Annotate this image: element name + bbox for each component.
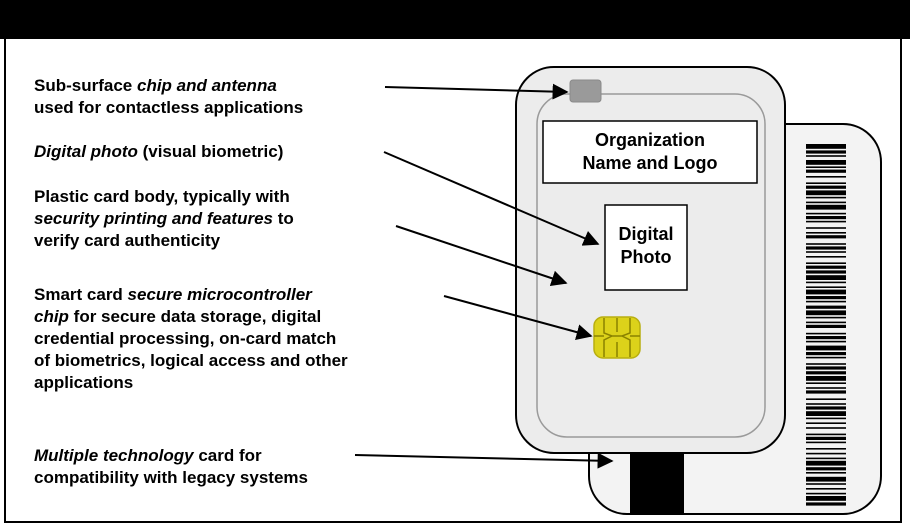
diagram-border — [4, 39, 902, 523]
barcode-bar — [806, 411, 846, 416]
organization-box — [542, 120, 758, 184]
barcode-bar — [806, 387, 846, 389]
barcode-bar — [806, 155, 846, 157]
barcode-bar — [806, 321, 846, 324]
organization-line-2: Name and Logo — [582, 153, 718, 173]
barcode-bar — [806, 433, 846, 436]
contactless-chip — [569, 79, 602, 103]
barcode-bar — [806, 332, 846, 335]
barcode-bar — [806, 160, 846, 165]
barcode-bar — [806, 316, 846, 319]
barcode-bar — [806, 324, 846, 328]
card-front — [515, 66, 786, 454]
label-chip-antenna: Sub-surface chip and antenna used for co… — [34, 76, 304, 117]
barcode-bar — [806, 356, 846, 359]
top-bar — [0, 0, 910, 39]
barcode-bar — [806, 483, 846, 485]
photo-box — [604, 204, 688, 291]
barcode-bar — [806, 256, 846, 258]
barcode-bar — [806, 305, 846, 309]
barcode-bar — [806, 336, 846, 340]
barcode-bar — [806, 345, 846, 351]
arrow-chip-antenna — [384, 83, 569, 100]
barcode-bar — [806, 227, 846, 229]
barcode-bar — [806, 417, 846, 420]
barcode-bar — [806, 212, 846, 215]
barcode-bar — [806, 472, 846, 474]
barcode-bar — [806, 286, 846, 288]
barcode-bar — [806, 492, 846, 495]
barcode-bar — [806, 398, 846, 400]
barcode-bar — [806, 457, 846, 460]
barcode-bar — [806, 300, 846, 303]
barcode-bar — [806, 427, 846, 429]
label-smart-chip: Smart card secure microcontroller chip f… — [34, 285, 348, 392]
barcode-bar — [806, 216, 846, 220]
barcode-bar — [806, 262, 846, 264]
barcode-bar — [806, 340, 846, 343]
photo-line-1: Digital — [618, 224, 674, 244]
barcode-bar — [806, 176, 846, 178]
barcode-bar — [806, 436, 846, 440]
barcode-bar — [806, 235, 846, 239]
barcode-bar — [806, 352, 846, 356]
barcode-bar — [806, 502, 846, 506]
barcode-bar — [806, 452, 846, 455]
photo-line-2: Photo — [620, 247, 672, 267]
organization-line-1: Organization — [594, 130, 705, 150]
barcode-bar — [806, 251, 846, 253]
barcode-bar — [806, 496, 846, 501]
barcode-bar — [806, 281, 846, 284]
photo-text: Digital Photo — [605, 223, 687, 269]
barcode-bar — [806, 422, 846, 424]
inner-panel — [536, 93, 766, 438]
barcode-bar — [806, 185, 846, 189]
barcode-bar — [806, 441, 846, 444]
barcode-bar — [806, 166, 846, 168]
arrow-plastic-body — [395, 225, 568, 287]
barcode-bar — [806, 201, 846, 204]
barcode-bar — [806, 243, 846, 245]
barcode — [806, 144, 846, 506]
label-multi-tech: Multiple technology card for compatibili… — [34, 446, 308, 487]
barcode-bar — [806, 390, 846, 394]
barcode-bar — [806, 150, 846, 154]
barcode-bar — [806, 289, 846, 295]
barcode-bar — [806, 310, 846, 316]
barcode-bar — [806, 403, 846, 405]
barcode-bar — [806, 182, 846, 184]
barcode-bar — [806, 246, 846, 250]
barcode-bar — [806, 169, 846, 173]
barcode-bar — [806, 406, 846, 410]
barcode-bar — [806, 460, 846, 466]
barcode-bar — [806, 204, 846, 210]
barcode-bar — [806, 220, 846, 223]
barcode-bar — [806, 476, 846, 482]
barcode-bar — [806, 376, 846, 381]
barcode-bar — [806, 144, 846, 149]
barcode-bar — [806, 371, 846, 375]
smart-chip — [593, 316, 641, 359]
organization-text: Organization Name and Logo — [543, 129, 757, 175]
barcode-bar — [806, 467, 846, 471]
barcode-bar — [806, 488, 846, 490]
label-plastic-body: Plastic card body, typically with securi… — [34, 187, 294, 250]
barcode-bar — [806, 448, 846, 450]
barcode-bar — [806, 275, 846, 280]
label-digital-photo: Digital photo (visual biometric) — [34, 142, 284, 161]
arrow-smart-chip — [443, 295, 593, 340]
barcode-bar — [806, 232, 846, 234]
arrow-multi-tech — [354, 452, 614, 469]
barcode-bar — [806, 190, 846, 196]
barcode-bar — [806, 366, 846, 370]
arrow-digital-photo — [383, 151, 600, 246]
barcode-bar — [806, 270, 846, 274]
barcode-bar — [806, 382, 846, 384]
barcode-bar — [806, 363, 846, 365]
barcode-bar — [806, 196, 846, 199]
barcode-bar — [806, 296, 846, 300]
barcode-bar — [806, 265, 846, 269]
